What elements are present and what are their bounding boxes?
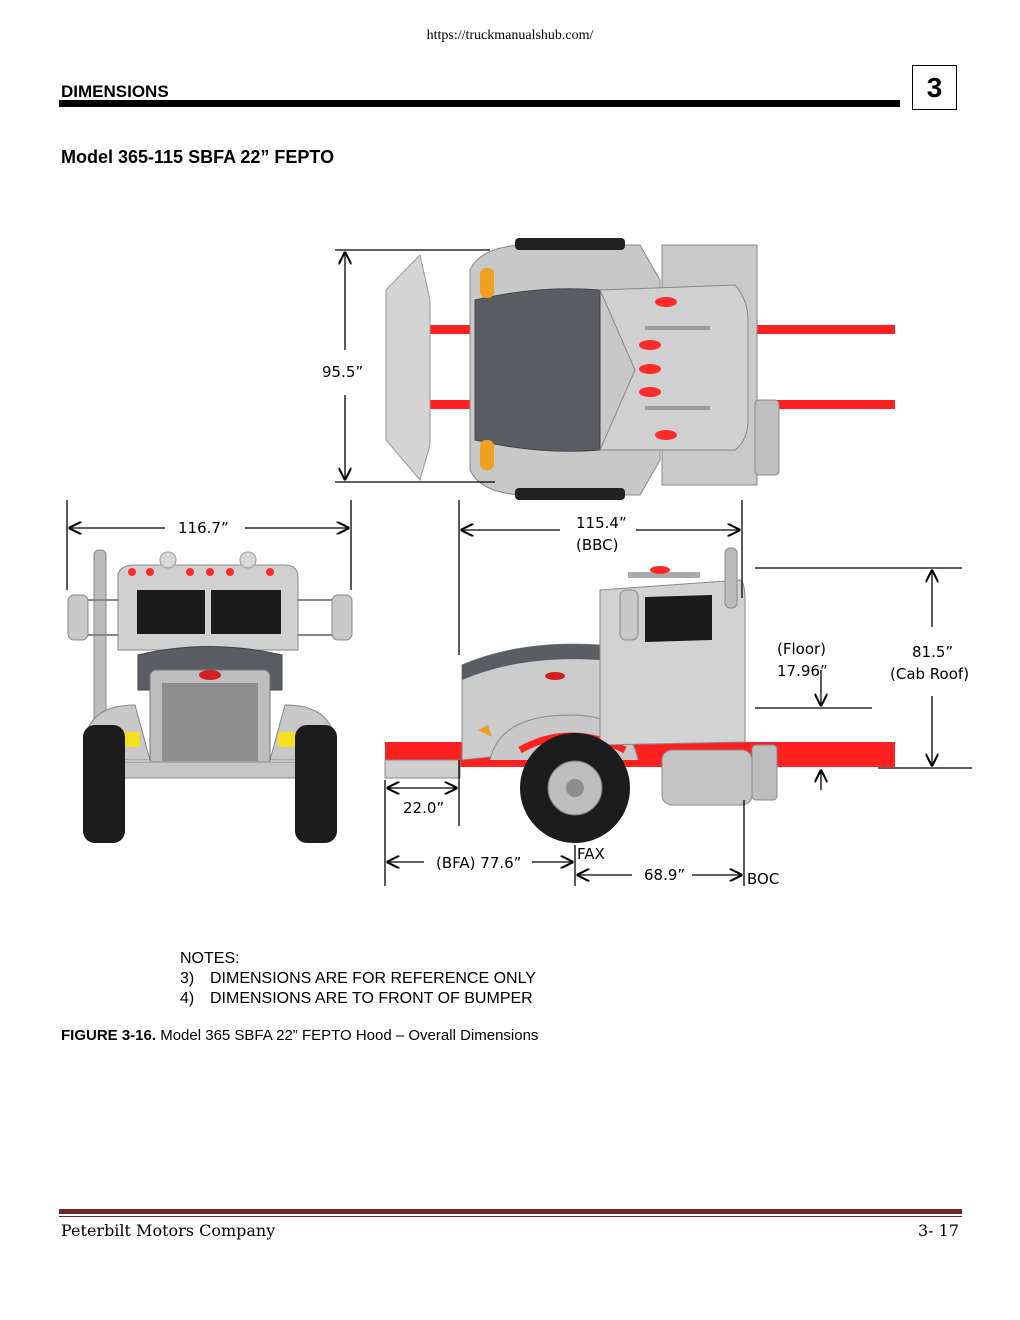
side-view-truck: [384, 547, 895, 843]
footer-company: Peterbilt Motors Company: [61, 1221, 276, 1240]
front-view-truck: [67, 549, 353, 843]
source-url: https://truckmanualshub.com/: [426, 28, 594, 43]
width-top-label: 95.5”: [322, 363, 363, 381]
bbc-value: 115.4”: [576, 514, 627, 532]
figure-text: Model 365 SBFA 22” FEPTO Hood – Overall …: [156, 1027, 539, 1044]
bumper-value: 22.0”: [403, 799, 444, 817]
cab-roof-label: (Cab Roof): [890, 665, 969, 683]
dimension-width-front: 116.7”: [66, 500, 352, 590]
notes: NOTES: 3) DIMENSIONS ARE FOR REFERENCE ON…: [180, 949, 536, 1009]
note-number: 4): [180, 990, 195, 1007]
width-front-label: 116.7”: [178, 519, 229, 537]
notes-heading: NOTES:: [180, 950, 240, 967]
boc-value: 68.9”: [644, 866, 685, 884]
top-view-truck: [385, 238, 895, 500]
figure-label: FIGURE 3-16.: [61, 1027, 157, 1044]
fax-label: FAX: [577, 845, 605, 863]
cab-roof-value: 81.5”: [912, 643, 953, 661]
note-number: 3): [180, 970, 195, 987]
bbc-label: (BBC): [576, 536, 619, 554]
model-title: Model 365-115 SBFA 22” FEPTO: [61, 147, 335, 167]
boc-label: BOC: [747, 870, 779, 888]
footer-rule-thin: [59, 1216, 962, 1217]
section-title: DIMENSIONS: [61, 82, 169, 101]
page-number: 3- 17: [917, 1221, 959, 1240]
section-number: 3: [912, 65, 957, 110]
note-text: DIMENSIONS ARE TO FRONT OF BUMPER: [210, 990, 533, 1007]
bfa-value: (BFA) 77.6”: [436, 854, 521, 872]
floor-value: 17.96”: [777, 662, 828, 680]
section-rule: [59, 100, 900, 107]
note-item: 4) DIMENSIONS ARE TO FRONT OF BUMPER: [180, 989, 536, 1009]
floor-label: (Floor): [777, 640, 826, 658]
figure-caption: FIGURE 3-16. Model 365 SBFA 22” FEPTO Ho…: [61, 1027, 538, 1044]
dimension-width-top: 95.5”: [322, 249, 495, 483]
dimension-side: 115.4” (BBC) 81.5” (Cab Roof) (Floor) 17…: [384, 500, 972, 888]
note-text: DIMENSIONS ARE FOR REFERENCE ONLY: [210, 970, 536, 987]
note-item: 3) DIMENSIONS ARE FOR REFERENCE ONLY: [180, 969, 536, 989]
footer-rule: [59, 1209, 962, 1214]
